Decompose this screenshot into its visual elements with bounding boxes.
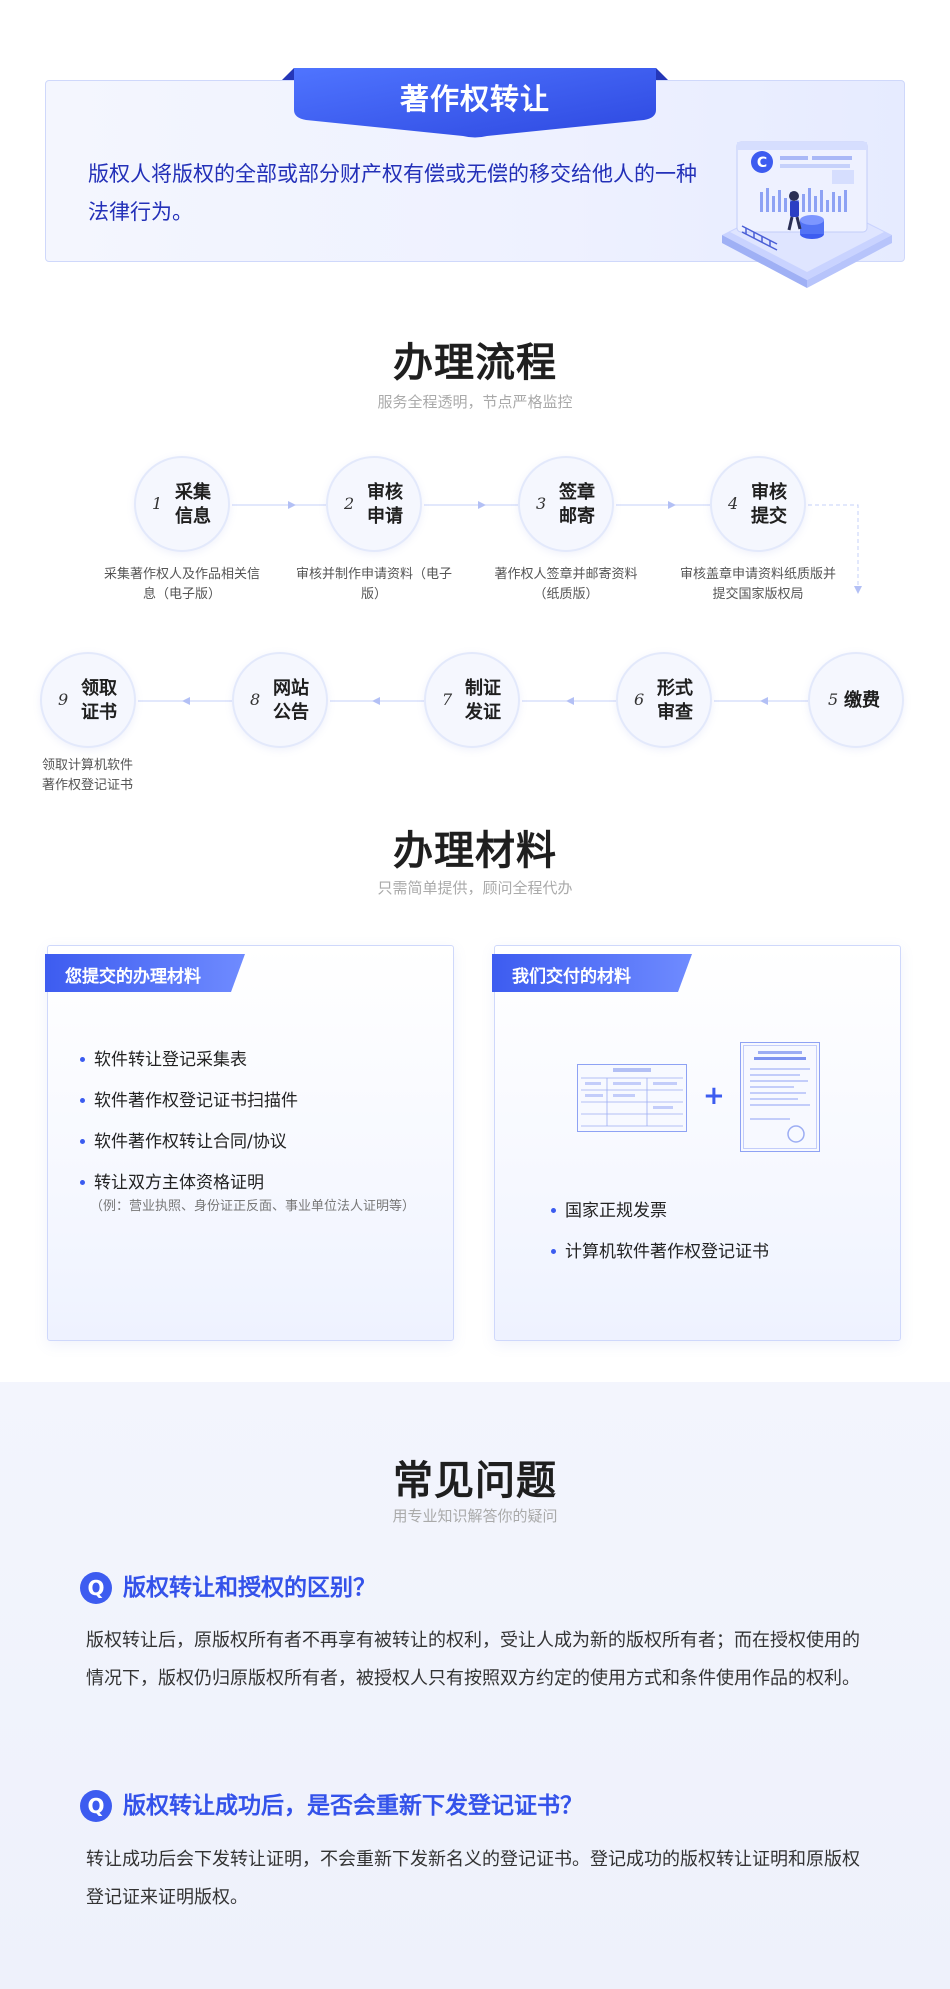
process-step-3: 3 签章邮寄 — [518, 456, 614, 552]
faq-subtitle: 用专业知识解答你的疑问 — [392, 1507, 558, 1525]
list-item: 软件著作权登记证书扫描件 — [78, 1090, 415, 1112]
faq-question-1: Q 版权转让和授权的区别？ — [80, 1570, 880, 1606]
copyright-illustration: C — [712, 130, 902, 290]
list-item: 计算机软件著作权登记证书 — [549, 1241, 769, 1263]
deliver-materials-card: 我们交付的材料 + — [492, 945, 901, 1341]
process-step-1-desc: 采集著作权人及作品相关信息（电子版） — [103, 567, 260, 602]
submit-materials-tab: 您提交的办理材料 — [45, 954, 245, 992]
process-step-9: 9 领取证书 — [40, 652, 136, 748]
question-icon: Q — [80, 1790, 112, 1822]
process-step-5: 5 缴费 — [808, 652, 904, 748]
submit-materials-card: 您提交的办理材料 软件转让登记采集表 软件著作权登记证书扫描件 软件著作权转让合… — [45, 945, 454, 1341]
materials-title: 办理材料 — [393, 828, 557, 874]
list-item: 国家正规发票 — [549, 1200, 769, 1222]
process-step-4: 4 审核提交 — [710, 456, 806, 552]
list-item: 软件著作权转让合同/协议 — [78, 1131, 415, 1153]
deliver-materials-tab: 我们交付的材料 — [492, 954, 692, 992]
certificate-icon — [740, 1042, 820, 1156]
process-title: 办理流程 — [393, 340, 557, 386]
invoice-icon — [577, 1064, 687, 1136]
submit-materials-list: 软件转让登记采集表 软件著作权登记证书扫描件 软件著作权转让合同/协议 转让双方… — [78, 1049, 415, 1237]
faq-title: 常见问题 — [393, 1458, 557, 1504]
process-connector-lines — [138, 501, 862, 705]
hero-title-tab: 著作权转让 — [282, 68, 668, 140]
faq-section — [0, 1382, 950, 1989]
faq-answer-1: 版权转让后，原版权所有者不再享有被转让的权利，受让人成为新的版权所有者；而在授权… — [86, 1630, 860, 1689]
process-step-8: 8 网站公告 — [232, 652, 328, 748]
process-step-6: 6 形式审查 — [616, 652, 712, 748]
process-step-2: 2 审核申请 — [326, 456, 422, 552]
faq-answer-2: 转让成功后会下发转让证明，不会重新下发新名义的登记证书。登记成功的版权转让证明和… — [86, 1849, 860, 1908]
process-step-7: 7 制证发证 — [424, 652, 520, 748]
list-item: 转让双方主体资格证明（例：营业执照、身份证正反面、事业单位法人证明等） — [78, 1172, 415, 1218]
process-subtitle: 服务全程透明，节点严格监控 — [377, 393, 573, 411]
process-step-1: 1 采集信息 — [134, 456, 230, 552]
hero-title: 著作权转让 — [399, 82, 550, 116]
deliver-materials-list: 国家正规发票 计算机软件著作权登记证书 — [549, 1200, 769, 1282]
materials-subtitle: 只需简单提供，顾问全程代办 — [377, 879, 573, 897]
hero-description: 版权人将版权的全部或部分财产权有偿或无偿的移交给他人的一种法律行为。 — [88, 162, 697, 224]
svg-text:C: C — [757, 155, 767, 171]
process-step-3-desc: 著作权人签章并邮寄资料（纸质版） — [494, 567, 638, 602]
plus-icon: + — [703, 1081, 725, 1111]
process-step-4-desc: 审核盖章申请资料纸质版并提交国家版权局 — [680, 567, 837, 602]
faq-question-2: Q 版权转让成功后，是否会重新下发登记证书？ — [80, 1788, 880, 1824]
process-step-2-desc: 审核并制作申请资料（电子版） — [295, 567, 452, 602]
list-item: 软件转让登记采集表 — [78, 1049, 415, 1071]
question-icon: Q — [80, 1572, 112, 1604]
process-step-9-desc: 领取计算机软件著作权登记证书 — [42, 758, 134, 793]
